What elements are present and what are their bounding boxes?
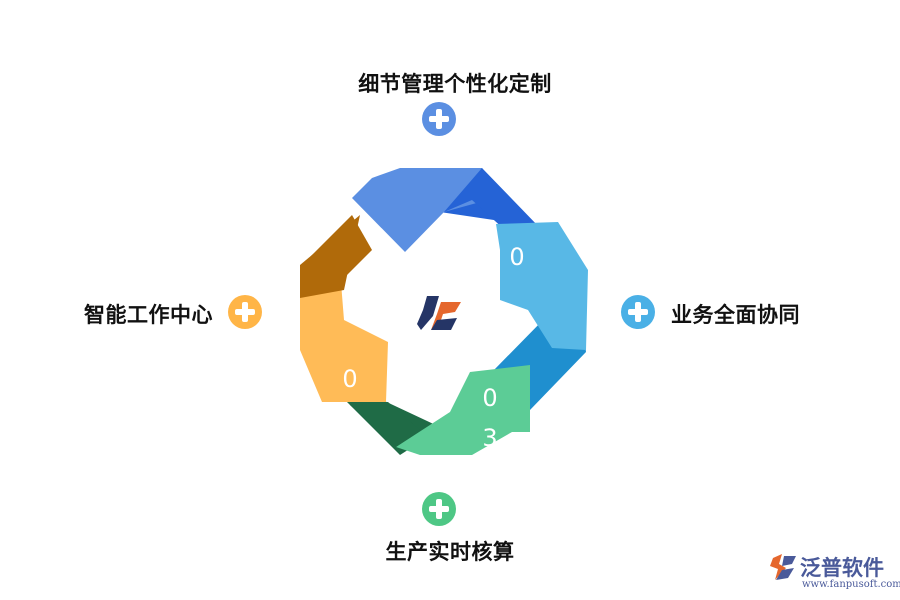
arrow-04 xyxy=(300,215,388,402)
plus-circle-icon-right xyxy=(621,295,655,329)
center-logo-icon xyxy=(417,296,461,330)
label-business-collaboration: 业务全面协同 xyxy=(671,303,800,327)
plus-circle-icon-left xyxy=(228,295,262,329)
label-detail-management: 细节管理个性化定制 xyxy=(358,72,552,96)
plus-circle-icon-bottom xyxy=(422,492,456,526)
label-smart-work-center: 智能工作中心 xyxy=(84,303,213,327)
plus-circle-icon-top xyxy=(422,102,456,136)
arrow-03 xyxy=(350,365,530,455)
brand-watermark: 泛普软件 www.fanpusoft.com xyxy=(770,552,900,597)
arrow-01-number-2: 1 xyxy=(364,259,379,287)
brand-logo-icon xyxy=(770,554,796,580)
brand-name: 泛普软件 xyxy=(800,556,884,580)
arrow-02 xyxy=(496,222,588,350)
arrow-04-number: 0 xyxy=(342,365,357,393)
brand-url: www.fanpusoft.com xyxy=(802,579,900,590)
arrow-01-number: 0 xyxy=(364,219,379,247)
label-production-accounting: 生产实时核算 xyxy=(385,540,515,564)
arrow-03-number: 0 xyxy=(482,384,497,412)
arrow-02-number: 0 xyxy=(509,243,524,271)
arrow-03-number-2: 3 xyxy=(482,424,497,452)
